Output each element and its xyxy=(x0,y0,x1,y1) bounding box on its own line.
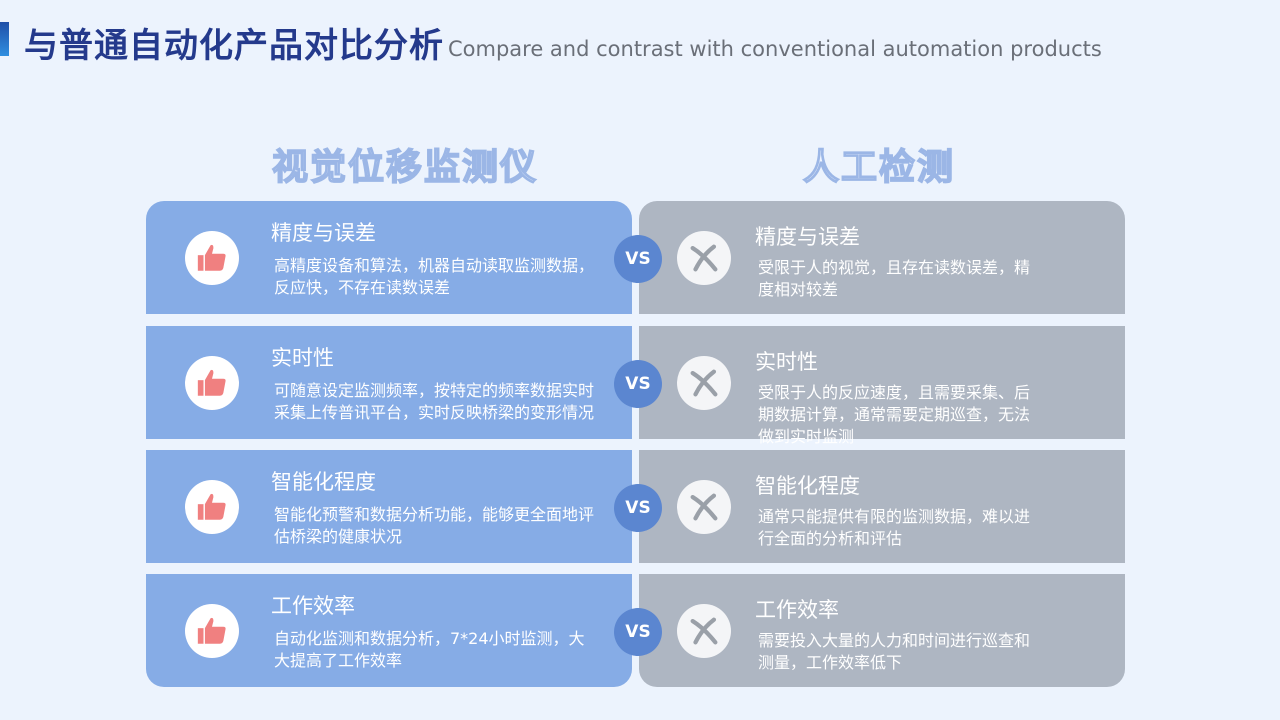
advantage-card: 精度与误差 高精度设备和算法，机器自动读取监测数据，反应快，不存在读数误差 xyxy=(146,201,632,314)
disadvantage-card: 工作效率 需要投入大量的人力和时间进行巡查和测量，工作效率低下 xyxy=(639,574,1125,687)
card-title: 智能化程度 xyxy=(271,470,376,494)
card-text: 可随意设定监测频率，按特定的频率数据实时采集上传普讯平台，实时反映桥梁的变形情况 xyxy=(274,381,595,422)
thumbs-up-icon xyxy=(185,230,239,285)
advantage-card: 实时性 可随意设定监测频率，按特定的频率数据实时采集上传普讯平台，实时反映桥梁的… xyxy=(146,326,632,439)
card-text: 需要投入大量的人力和时间进行巡查和测量，工作效率低下 xyxy=(758,631,1031,672)
advantage-card: 智能化程度 智能化预警和数据分析功能，能够更全面地评估桥梁的健康状况 xyxy=(146,450,632,563)
card-text: 受限于人的反应速度，且需要采集、后期数据计算，通常需要定期巡查，无法做到实时监测 xyxy=(758,383,1031,446)
card-title: 智能化程度 xyxy=(755,474,860,498)
disadvantage-card: 实时性 受限于人的反应速度，且需要采集、后期数据计算，通常需要定期巡查，无法做到… xyxy=(639,326,1125,446)
card-title: 工作效率 xyxy=(755,598,839,622)
page-title: 与普通自动化产品对比分析 xyxy=(24,26,444,66)
vs-badge: VS xyxy=(614,608,662,656)
cross-icon xyxy=(677,603,731,658)
cross-icon xyxy=(677,230,731,285)
advantage-card: 工作效率 自动化监测和数据分析，7*24小时监测，大大提高了工作效率 xyxy=(146,574,632,687)
card-title: 实时性 xyxy=(755,350,818,374)
cross-icon xyxy=(677,479,731,534)
right-column-heading: 人工检测 xyxy=(802,146,956,189)
card-text: 自动化监测和数据分析，7*24小时监测，大大提高了工作效率 xyxy=(274,629,585,670)
title-accent-bar xyxy=(0,22,9,56)
card-text: 受限于人的视觉，且存在读数误差，精度相对较差 xyxy=(758,258,1031,299)
card-text: 通常只能提供有限的监测数据，难以进行全面的分析和评估 xyxy=(758,507,1031,548)
card-title: 精度与误差 xyxy=(755,225,860,249)
vs-badge: VS xyxy=(614,360,662,408)
card-title: 工作效率 xyxy=(271,594,355,618)
page-subtitle: Compare and contrast with conventional a… xyxy=(448,37,1102,61)
disadvantage-card: 智能化程度 通常只能提供有限的监测数据，难以进行全面的分析和评估 xyxy=(639,450,1125,563)
card-title: 精度与误差 xyxy=(271,221,376,245)
left-column-heading: 视觉位移监测仪 xyxy=(271,146,539,189)
disadvantage-card: 精度与误差 受限于人的视觉，且存在读数误差，精度相对较差 xyxy=(639,201,1125,314)
thumbs-up-icon xyxy=(185,603,239,658)
cross-icon xyxy=(677,355,731,410)
vs-badge: VS xyxy=(614,484,662,532)
card-text: 高精度设备和算法，机器自动读取监测数据，反应快，不存在读数误差 xyxy=(274,256,595,297)
vs-badge: VS xyxy=(614,235,662,283)
thumbs-up-icon xyxy=(185,355,239,410)
thumbs-up-icon xyxy=(185,479,239,534)
card-title: 实时性 xyxy=(271,346,334,370)
card-text: 智能化预警和数据分析功能，能够更全面地评估桥梁的健康状况 xyxy=(274,505,595,546)
